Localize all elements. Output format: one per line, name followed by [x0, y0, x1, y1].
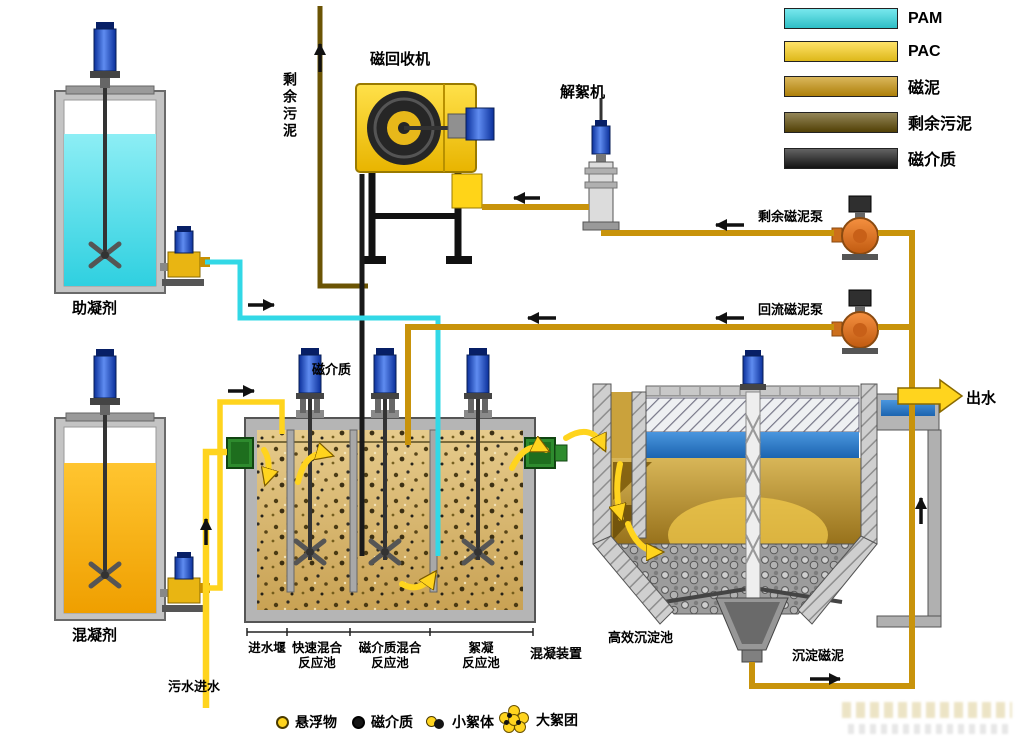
section-flocculation-line2: 反应池 — [462, 656, 500, 670]
label-deflocculator: 解絮机 — [560, 84, 606, 101]
flow-arrows-black — [200, 43, 927, 685]
particle-legend-media: 磁介质 — [352, 712, 413, 732]
sedimentation-tank — [592, 350, 942, 663]
legend-swatch-pam — [784, 8, 898, 29]
legend-row-pac: PAC — [784, 41, 972, 62]
particle-legend-suspended: 悬浮物 — [276, 712, 337, 732]
legend-label-pam: PAM — [908, 9, 943, 27]
particle-label-large-floc: 大絮团 — [536, 712, 578, 728]
particle-label-suspended: 悬浮物 — [295, 714, 337, 730]
flocculation-mixer — [461, 348, 495, 566]
pipe-settled-mud-loop — [749, 230, 915, 689]
legend-label-magnetic-media: 磁介质 — [908, 152, 957, 169]
label-magnetic-media-pipe: 磁介质 — [312, 362, 352, 377]
label-sedimentation-tank: 高效沉淀池 — [608, 630, 674, 645]
legend-label-pac: PAC — [908, 42, 941, 60]
pipe-excess-sludge — [317, 6, 368, 289]
large-floc-icon — [498, 705, 530, 735]
suspended-solids-icon — [276, 715, 289, 729]
media-mix-mixer — [368, 348, 402, 566]
particle-label-media: 磁介质 — [371, 714, 413, 730]
deflocculation-machine — [582, 98, 620, 231]
excess-mud-pump — [831, 195, 879, 260]
section-media-mix-line1: 磁介质混合 — [358, 641, 422, 655]
section-media-mix-line2: 反应池 — [371, 656, 409, 670]
label-return-mud-pump: 回流磁泥泵 — [758, 302, 824, 317]
magnetic-media-icon — [352, 715, 365, 729]
legend-swatch-excess-sludge — [784, 111, 898, 133]
flow-arrows-yellow — [264, 428, 660, 587]
return-mud-pump — [831, 289, 879, 354]
coagulant-mixer — [65, 349, 155, 589]
label-excess-mud-pump: 剩余磁泥泵 — [758, 209, 824, 224]
pipe-return-mud — [405, 324, 912, 445]
coagulant-tank — [54, 417, 166, 621]
legend-label-excess-sludge: 剩余污泥 — [908, 116, 973, 133]
coagulant-aid-tank — [54, 90, 166, 294]
label-magnetic-recovery: 磁回收机 — [370, 51, 431, 68]
outflow-arrow — [897, 378, 964, 414]
legend-row-magnetic-mud: 磁泥 — [784, 74, 972, 98]
coagulant-dosing-pump — [160, 552, 210, 612]
section-ruler — [246, 628, 534, 636]
legend: PAM PAC 磁泥 剩余污泥 磁介质 — [784, 8, 972, 182]
section-flocculation-line1: 絮凝 — [468, 641, 494, 655]
label-settled-mud: 沉淀磁泥 — [792, 648, 845, 663]
legend-row-excess-sludge: 剩余污泥 — [784, 110, 972, 134]
legend-row-magnetic-media: 磁介质 — [784, 146, 972, 170]
legend-row-pam: PAM — [784, 8, 972, 29]
coagulant-aid-dosing-pump — [160, 226, 210, 286]
watermark — [842, 698, 1012, 740]
section-inlet-weir: 进水堰 — [240, 641, 294, 656]
section-flocculation: 絮凝 反应池 — [444, 641, 518, 671]
particle-legend-large-floc: 大絮团 — [498, 705, 578, 735]
coagulation-basin — [226, 417, 568, 623]
label-outflow: 出水 — [966, 390, 997, 407]
pipe-pam — [205, 259, 441, 556]
legend-swatch-pac — [784, 41, 898, 62]
label-excess-sludge: 剩余污泥 — [282, 72, 298, 140]
label-inflow: 污水进水 — [168, 679, 221, 694]
rapid-mix-mixer — [293, 348, 327, 566]
legend-swatch-magnetic-mud — [784, 75, 898, 97]
particle-legend-small-floc: 小絮体 — [426, 712, 494, 732]
section-rapid-mix: 快速混合 反应池 — [283, 641, 351, 671]
label-coagulant-aid: 助凝剂 — [72, 300, 118, 317]
section-inlet-weir-line1: 进水堰 — [248, 641, 286, 655]
section-media-mix: 磁介质混合 反应池 — [348, 641, 432, 671]
label-coagulation-device: 混凝装置 — [530, 646, 583, 661]
small-floc-icon — [426, 714, 446, 730]
section-rapid-mix-line1: 快速混合 — [291, 641, 342, 655]
legend-swatch-magnetic-media — [784, 147, 898, 169]
label-coagulant: 混凝剂 — [72, 627, 118, 644]
pipe-pac — [208, 399, 285, 591]
particle-label-small-floc: 小絮体 — [452, 714, 494, 730]
coagulant-aid-mixer — [65, 22, 155, 269]
magnetic-recovery-machine — [355, 83, 495, 264]
pipe-inflow — [202, 448, 227, 708]
legend-label-magnetic-mud: 磁泥 — [908, 80, 941, 97]
section-rapid-mix-line2: 反应池 — [298, 656, 336, 670]
